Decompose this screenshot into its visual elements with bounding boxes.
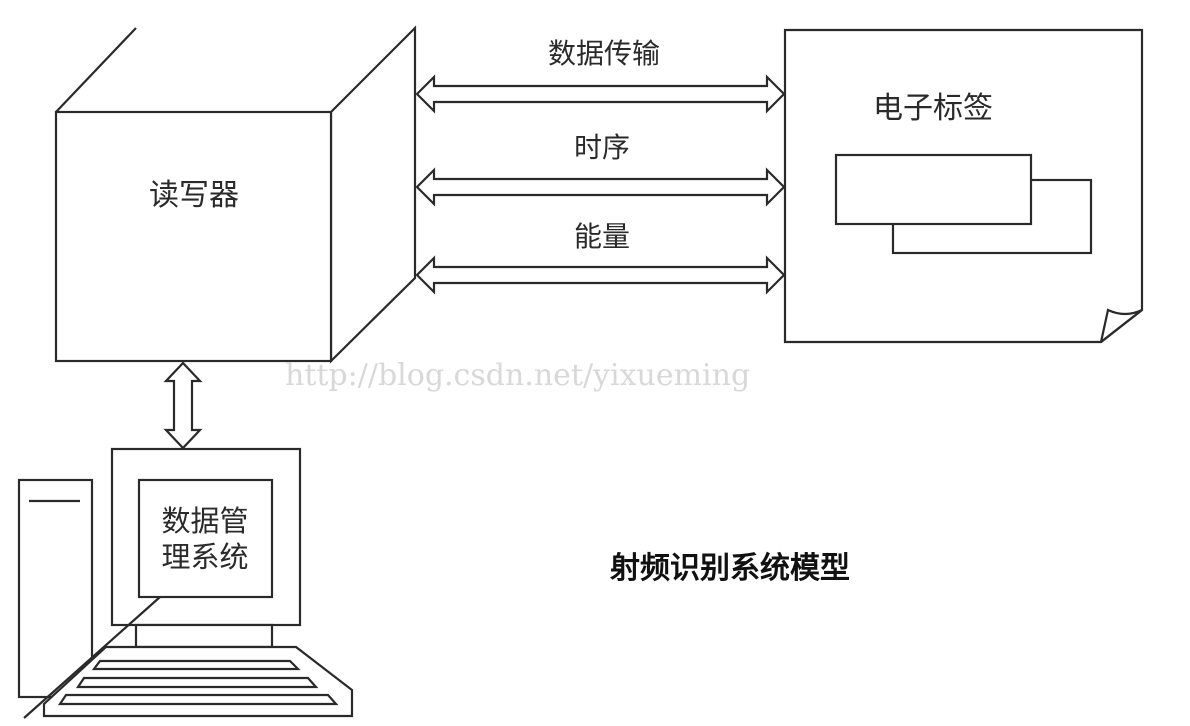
- dms-label-line1: 数据管: [161, 504, 248, 538]
- cube-side-face: [329, 25, 417, 364]
- link-label-timing: 时序: [574, 131, 630, 164]
- monitor-screen: [137, 478, 274, 599]
- tag-chip-front: [834, 153, 1033, 226]
- data-management-computer: 数据管 理系统: [17, 447, 354, 719]
- double-arrow-data-transfer: [415, 74, 786, 114]
- double-arrow-timing: [415, 167, 786, 207]
- dms-label-line2: 理系统: [161, 540, 248, 574]
- cube-front-face: [54, 110, 333, 363]
- double-arrow-icon: [415, 74, 786, 114]
- keyboard-cable: [23, 596, 161, 719]
- link-label-energy: 能量: [574, 220, 630, 253]
- keyboard-key-row-1: [91, 659, 301, 671]
- tag-label: 电子标签: [873, 91, 993, 126]
- diagram-title: 射频识别系统模型: [610, 551, 850, 586]
- keyboard-key-row-3: [57, 693, 339, 706]
- double-arrow-energy: [415, 255, 786, 295]
- double-arrow-icon: [415, 167, 786, 207]
- watermark-text: http://blog.csdn.net/yixueming: [285, 358, 750, 393]
- double-arrow-reader-dms: [163, 361, 203, 450]
- link-label-data-transfer: 数据传输: [548, 37, 660, 70]
- keyboard-key-row-2: [75, 676, 319, 689]
- reader-cube: 读写器: [54, 25, 417, 364]
- computer-tower: [17, 478, 94, 699]
- double-arrow-icon: [415, 255, 786, 295]
- reader-label: 读写器: [149, 178, 239, 213]
- page-curl-fold: [1100, 309, 1143, 343]
- cube-top-left-edge: [55, 27, 137, 113]
- electronic-tag: 电子标签: [783, 28, 1144, 344]
- monitor-stand: [134, 623, 274, 649]
- vertical-double-arrow-icon: [163, 361, 203, 450]
